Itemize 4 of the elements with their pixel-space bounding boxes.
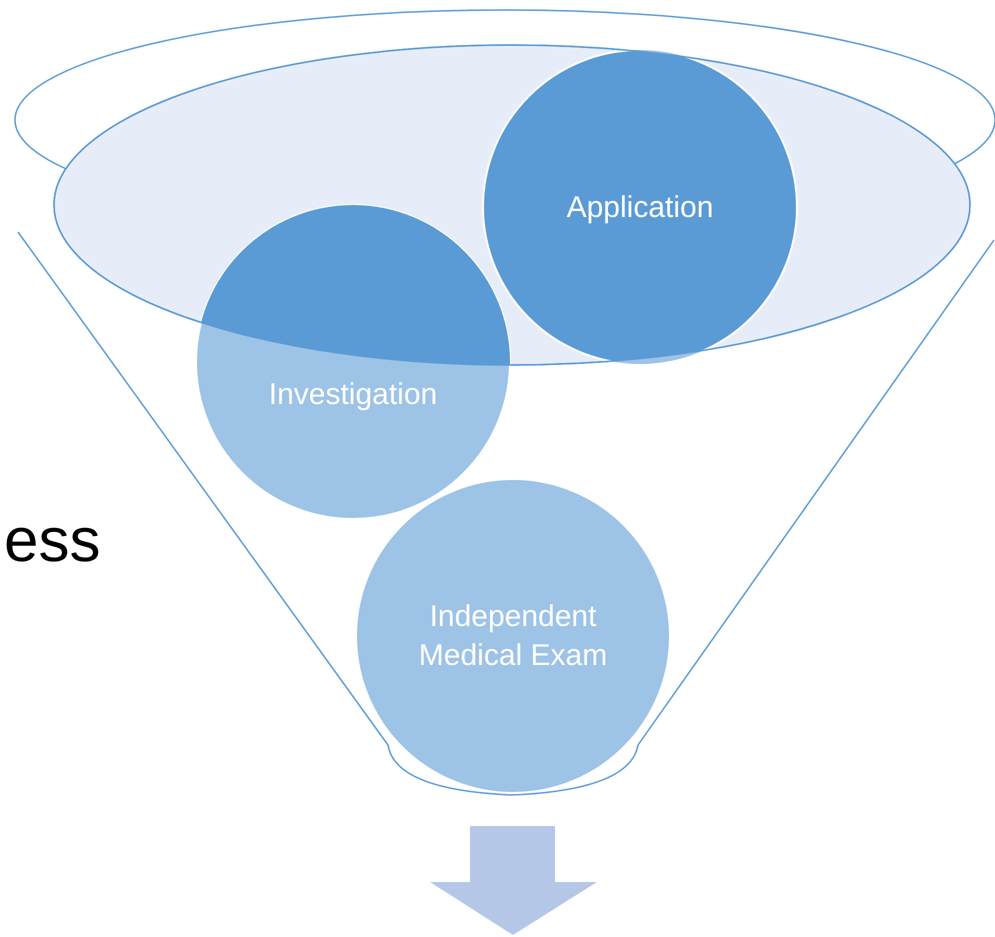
heading-text: ess [4,505,100,576]
node-label: Independent Medical Exam [418,599,608,674]
node-label: Application [566,190,714,226]
node-label: Investigation [268,376,438,412]
